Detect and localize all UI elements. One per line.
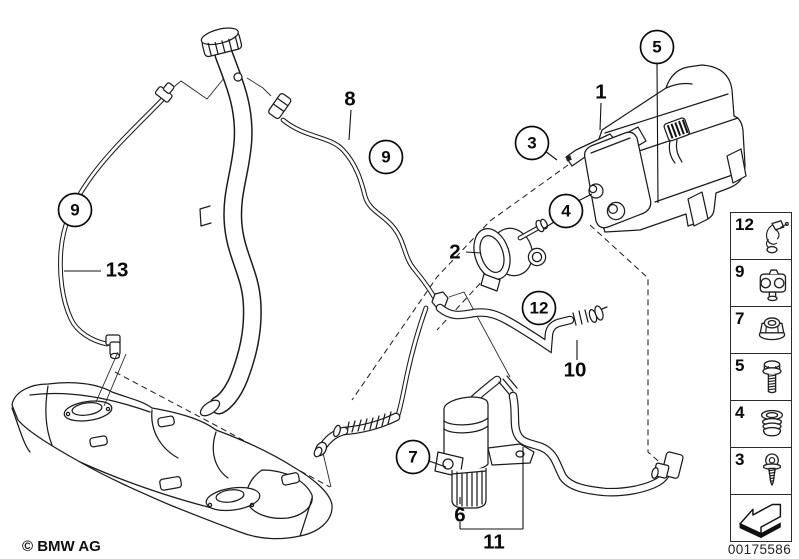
breather-hose-10 xyxy=(435,303,608,354)
breather-line-8 xyxy=(268,93,449,458)
legend-item-3[interactable]: 3 xyxy=(730,447,792,495)
canister-port-upper xyxy=(588,183,604,199)
callout-circle[interactable] xyxy=(395,439,431,475)
callout-8[interactable]: 8 xyxy=(344,88,356,141)
legend-item-number: 4 xyxy=(735,403,745,422)
legend-item-number: 3 xyxy=(735,450,745,469)
canister-port-lower xyxy=(606,201,626,221)
callout-number[interactable]: 6 xyxy=(454,504,465,527)
callout-circle[interactable] xyxy=(368,139,404,175)
callout-5[interactable]: 5 xyxy=(639,29,675,204)
callout-number[interactable]: 2 xyxy=(449,241,460,264)
callout-leader-line xyxy=(542,221,555,230)
filler-cap xyxy=(200,27,243,58)
callout-number[interactable]: 9 xyxy=(381,148,390,167)
leak-detection-pump xyxy=(434,375,684,509)
callout-number[interactable]: 11 xyxy=(483,531,505,554)
callout-leader-line xyxy=(544,150,558,161)
legend-item-number: 5 xyxy=(735,356,745,375)
callout-9[interactable]: 9 xyxy=(368,139,404,175)
legend-item-7[interactable]: 7 xyxy=(730,306,792,354)
callout-number[interactable]: 9 xyxy=(70,201,79,220)
charcoal-filter xyxy=(565,64,747,233)
callout-circle[interactable] xyxy=(57,192,93,228)
legend-item-5[interactable]: 5 xyxy=(730,353,792,401)
callout-leader-line xyxy=(577,193,593,202)
clip-icon xyxy=(754,217,790,257)
screw-icon xyxy=(754,452,790,492)
callout-leader-line xyxy=(428,460,447,468)
callout-6[interactable]: 6 xyxy=(454,497,466,527)
callout-number[interactable]: 8 xyxy=(344,88,355,111)
callout-1[interactable]: 1 xyxy=(595,81,607,131)
vent-line-13 xyxy=(58,82,175,407)
parts-legend: 12 9 7 5 4 3 xyxy=(730,212,792,542)
callout-number[interactable]: 13 xyxy=(106,259,129,282)
callout-circle[interactable] xyxy=(514,125,550,161)
callout-4[interactable]: 4 xyxy=(542,193,593,230)
hose-end-fitting xyxy=(651,451,684,479)
callout-9[interactable]: 9 xyxy=(57,192,93,228)
flange-nut-icon xyxy=(754,311,790,351)
direction-arrow-box xyxy=(730,494,792,542)
legend-item-number: 7 xyxy=(735,309,745,328)
grommet-icon xyxy=(754,405,790,445)
callout-number[interactable]: 1 xyxy=(595,81,606,104)
corrugated-hose xyxy=(313,411,401,458)
legend-item-9[interactable]: 9 xyxy=(730,259,792,307)
callout-2[interactable]: 2 xyxy=(449,241,482,264)
callout-number[interactable]: 7 xyxy=(408,448,417,467)
purge-valve xyxy=(473,218,548,292)
diagram-part-number: 00175586 xyxy=(727,542,792,557)
legend-item-number: 9 xyxy=(735,262,745,281)
callout-circle[interactable] xyxy=(548,193,584,229)
callout-circle[interactable] xyxy=(639,29,675,65)
callout-10[interactable]: 10 xyxy=(564,340,587,382)
callout-number[interactable]: 5 xyxy=(652,38,661,57)
fuel-tank xyxy=(11,382,333,540)
callout-leader-line xyxy=(599,102,602,131)
hex-bolt-icon xyxy=(754,358,790,398)
legend-item-number: 12 xyxy=(735,215,754,234)
callout-circle[interactable] xyxy=(521,290,557,326)
callout-12[interactable]: 12 xyxy=(521,290,557,326)
callout-number[interactable]: 12 xyxy=(530,299,549,318)
pipe-clamp-icon xyxy=(754,264,790,304)
canister-vent-grid xyxy=(663,117,690,142)
callout-number[interactable]: 10 xyxy=(564,359,587,382)
direction-arrow-icon xyxy=(734,498,788,540)
callout-13[interactable]: 13 xyxy=(64,259,128,282)
callout-number[interactable]: 3 xyxy=(527,134,536,153)
canister-front-plate xyxy=(584,131,652,229)
copyright-notice: © BMW AG xyxy=(22,538,101,555)
legend-item-12[interactable]: 12 xyxy=(730,212,792,260)
legend-item-4[interactable]: 4 xyxy=(730,400,792,448)
callout-leader-line xyxy=(656,63,659,204)
callout-leader-line xyxy=(348,109,352,141)
callout-7[interactable]: 7 xyxy=(395,439,447,475)
callout-leader-line xyxy=(465,251,482,254)
callout-3[interactable]: 3 xyxy=(514,125,558,161)
callout-11[interactable]: 11 xyxy=(459,447,524,554)
callout-number[interactable]: 4 xyxy=(561,202,571,221)
filler-pipe xyxy=(199,27,262,417)
